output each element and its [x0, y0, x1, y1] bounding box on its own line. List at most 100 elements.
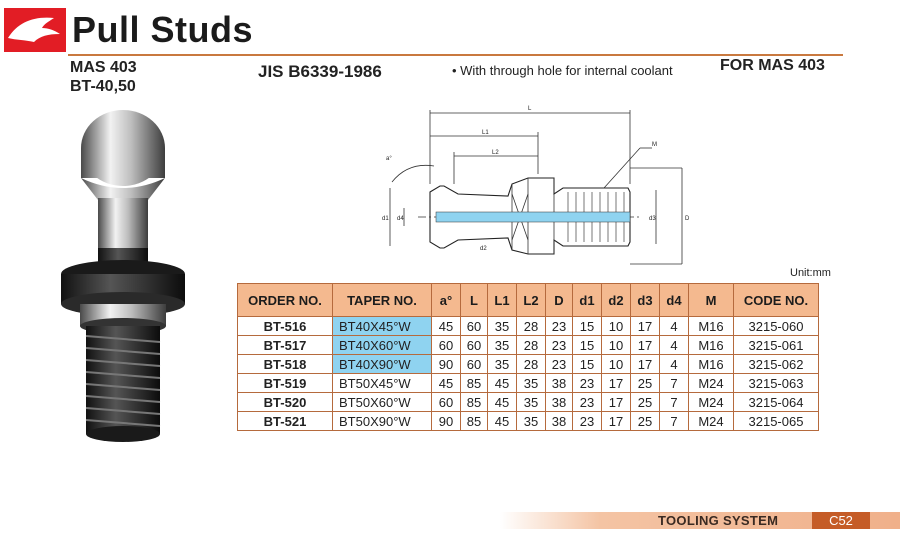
cell-d: 23	[545, 316, 573, 336]
cell-order: BT-517	[237, 335, 333, 355]
col-order: ORDER NO.	[237, 283, 333, 317]
cell-a: 45	[431, 373, 461, 393]
table-header-row: ORDER NO. TAPER NO. a° L L1 L2 D d1 d2 d…	[237, 283, 819, 317]
cell-m: M16	[688, 354, 734, 374]
brand-logo	[4, 8, 66, 52]
col-d4: d4	[659, 283, 689, 317]
cell-d: 38	[545, 373, 573, 393]
cell-l2: 28	[516, 335, 546, 355]
col-d1: d1	[572, 283, 602, 317]
cell-d: 38	[545, 392, 573, 412]
col-M: M	[688, 283, 734, 317]
cell-code: 3215-063	[733, 373, 819, 393]
cell-order: BT-521	[237, 411, 333, 431]
cell-taper: BT50X45°W	[332, 373, 432, 393]
pull-stud-photo	[61, 110, 185, 442]
cell-taper: BT50X60°W	[332, 392, 432, 412]
cell-taper: BT40X60°W	[332, 335, 432, 355]
unit-label: Unit:mm	[790, 267, 831, 279]
cell-l1: 35	[487, 354, 517, 374]
dim-label-d2: d2	[480, 246, 487, 252]
col-a: a°	[431, 283, 461, 317]
page-number: C52	[812, 512, 870, 529]
cell-a: 45	[431, 316, 461, 336]
footer-bar	[500, 512, 900, 529]
cell-code: 3215-061	[733, 335, 819, 355]
cell-a: 60	[431, 335, 461, 355]
cell-d3: 17	[630, 354, 660, 374]
cell-l: 60	[460, 335, 488, 355]
dim-label-d3: d3	[649, 216, 656, 222]
cell-l1: 35	[487, 335, 517, 355]
dim-label-L1: L1	[482, 130, 489, 136]
cell-l2: 28	[516, 354, 546, 374]
cell-l: 85	[460, 373, 488, 393]
dim-label-a: a°	[386, 156, 392, 162]
cell-d2: 10	[601, 354, 631, 374]
dim-label-D: D	[685, 216, 690, 222]
col-d3: d3	[630, 283, 660, 317]
cell-code: 3215-062	[733, 354, 819, 374]
cell-m: M24	[688, 373, 734, 393]
cell-code: 3215-065	[733, 411, 819, 431]
for-label: FOR MAS 403	[720, 57, 825, 74]
cell-order: BT-518	[237, 354, 333, 374]
title-rule	[68, 54, 843, 56]
cell-l1: 45	[487, 392, 517, 412]
cell-d3: 25	[630, 373, 660, 393]
cell-d3: 17	[630, 335, 660, 355]
col-L2: L2	[516, 283, 546, 317]
cell-d1: 15	[572, 335, 602, 355]
cell-l: 60	[460, 354, 488, 374]
col-D: D	[545, 283, 573, 317]
cell-d4: 7	[659, 392, 689, 412]
cell-l2: 35	[516, 411, 546, 431]
cell-d1: 23	[572, 392, 602, 412]
cell-l2: 35	[516, 373, 546, 393]
cell-a: 60	[431, 392, 461, 412]
cell-d3: 25	[630, 392, 660, 412]
cell-d: 23	[545, 335, 573, 355]
standard-bt: BT-40,50	[70, 78, 136, 95]
cell-m: M24	[688, 392, 734, 412]
cell-d3: 25	[630, 411, 660, 431]
cell-d2: 10	[601, 335, 631, 355]
cell-l2: 35	[516, 392, 546, 412]
cell-d1: 15	[572, 316, 602, 336]
cell-l1: 35	[487, 316, 517, 336]
dim-label-M: M	[652, 142, 657, 148]
cell-taper: BT40X90°W	[332, 354, 432, 374]
col-d2: d2	[601, 283, 631, 317]
cell-d4: 4	[659, 316, 689, 336]
cell-l2: 28	[516, 316, 546, 336]
col-taper: TAPER NO.	[332, 283, 432, 317]
cell-m: M24	[688, 411, 734, 431]
cell-d2: 17	[601, 373, 631, 393]
cell-a: 90	[431, 411, 461, 431]
cell-l: 85	[460, 411, 488, 431]
cell-d4: 4	[659, 354, 689, 374]
cell-d3: 17	[630, 316, 660, 336]
cell-d4: 7	[659, 411, 689, 431]
col-code: CODE NO.	[733, 283, 819, 317]
dim-label-d4: d4	[397, 216, 404, 222]
cell-d4: 7	[659, 373, 689, 393]
cell-m: M16	[688, 335, 734, 355]
cell-d2: 17	[601, 392, 631, 412]
coolant-note: • With through hole for internal coolant	[452, 63, 673, 78]
standard-mas: MAS 403	[70, 59, 137, 76]
cell-l: 60	[460, 316, 488, 336]
page-title: Pull Studs	[72, 9, 254, 50]
cell-d2: 10	[601, 316, 631, 336]
cell-d1: 15	[572, 354, 602, 374]
jis-standard: JIS B6339-1986	[258, 62, 382, 81]
cell-order: BT-516	[237, 316, 333, 336]
cell-d2: 17	[601, 411, 631, 431]
cell-l1: 45	[487, 373, 517, 393]
